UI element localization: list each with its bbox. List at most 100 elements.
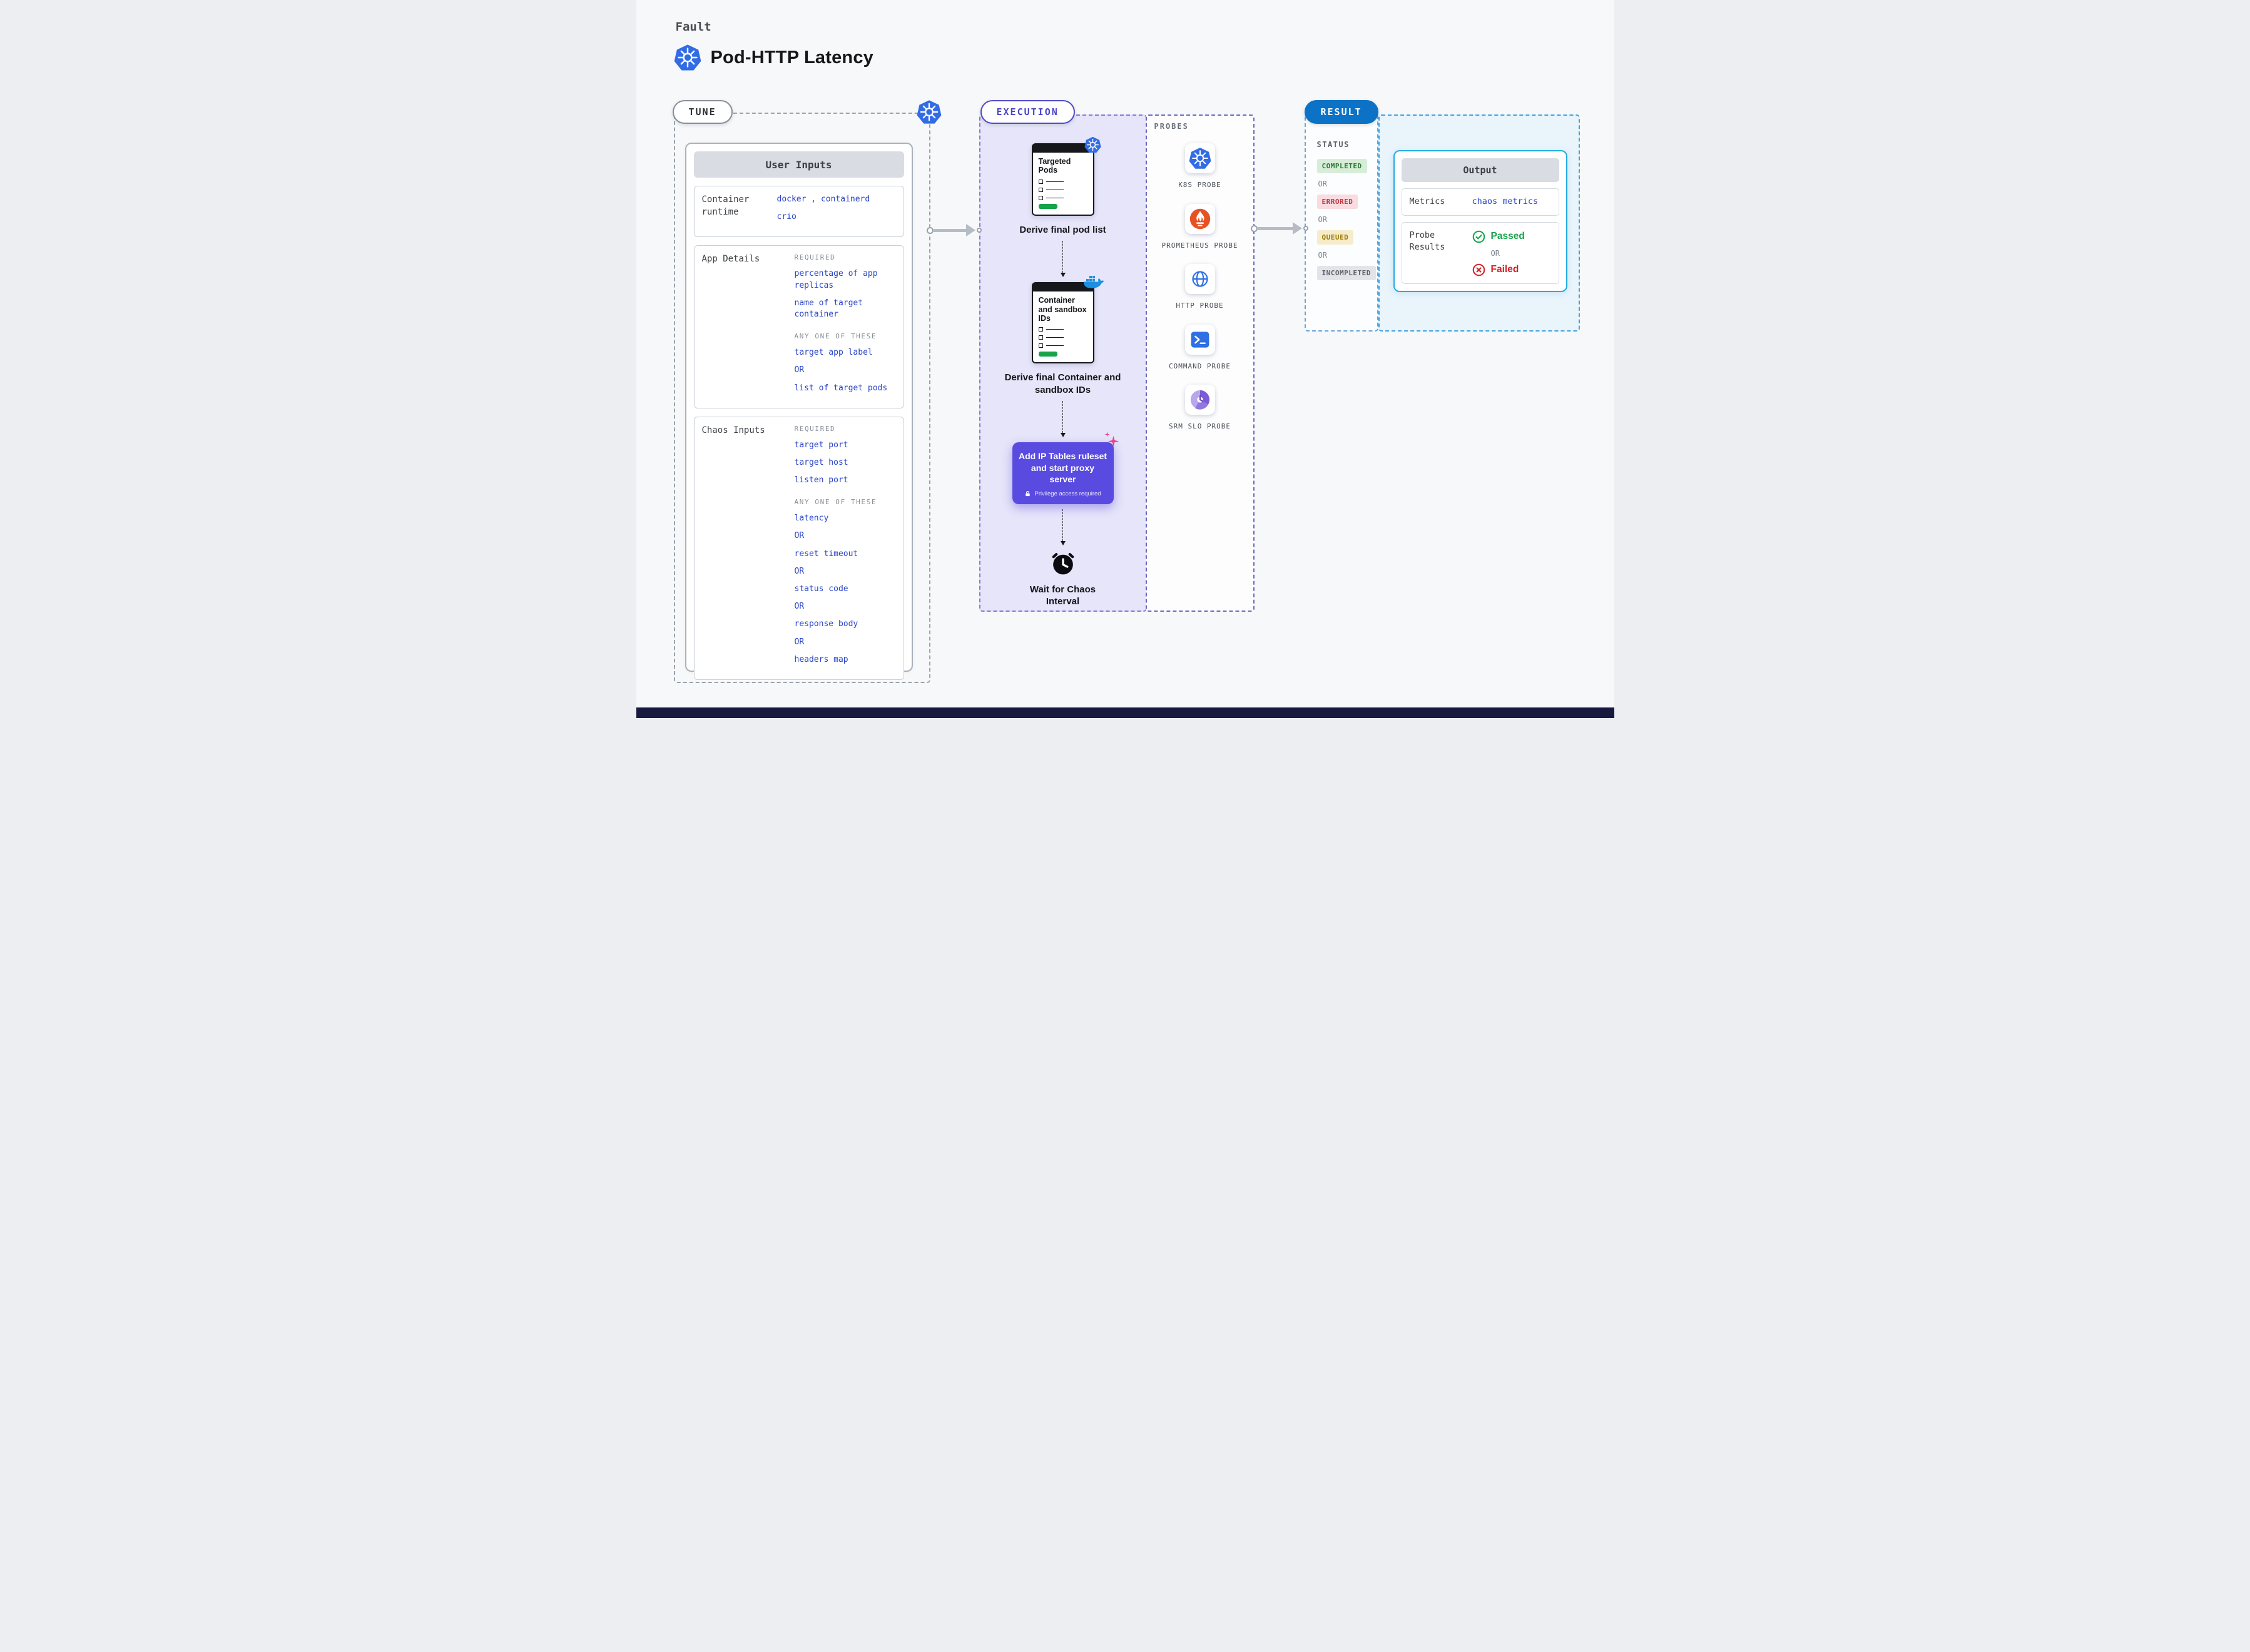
list-line xyxy=(1046,329,1064,330)
app-required-item: name of target container xyxy=(794,298,863,319)
bottom-bar xyxy=(636,707,1614,718)
chaos-inputs-label: Chaos Inputs xyxy=(701,425,765,435)
flow-arrow-down xyxy=(1060,401,1066,438)
chaos-inputs-row: Chaos Inputs REQUIRED target port target… xyxy=(693,416,904,680)
probe-item-k8s: K8S PROBE xyxy=(1159,143,1241,191)
output-card: Output Metrics chaos metrics Probe Resul… xyxy=(1393,150,1567,292)
lock-icon xyxy=(1024,490,1031,497)
tune-pill: TUNE xyxy=(672,100,733,124)
user-inputs-card: User Inputs Container runtime docker , c… xyxy=(685,143,913,680)
iptables-action-text: Add IP Tables ruleset and start proxy se… xyxy=(1018,451,1107,484)
checkbox-icon xyxy=(1038,343,1043,348)
chaos-option-item: reset timeout xyxy=(794,549,858,559)
check-circle-icon xyxy=(1472,230,1485,243)
x-circle-icon xyxy=(1472,263,1485,276)
flow-arrow-down xyxy=(1060,241,1066,278)
status-list: COMPLETED OR ERRORED OR QUEUED OR INCOMP… xyxy=(1316,159,1376,280)
window-titlebar xyxy=(1032,144,1093,153)
or-separator: OR xyxy=(1318,215,1327,224)
kubernetes-icon xyxy=(1189,147,1211,170)
probe-results-label: Probe Results xyxy=(1409,230,1445,253)
output-title: Output xyxy=(1401,158,1559,182)
metrics-row: Metrics chaos metrics xyxy=(1401,188,1559,216)
checkbox-icon xyxy=(1038,179,1043,184)
arrow-shaft xyxy=(932,228,967,232)
status-badge-completed: COMPLETED xyxy=(1316,159,1367,173)
app-details-label: App Details xyxy=(701,254,760,265)
list-line xyxy=(1046,181,1064,182)
probe-item-command: COMMAND PROBE xyxy=(1159,324,1241,372)
probe-name: COMMAND PROBE xyxy=(1168,362,1231,370)
status-section-box xyxy=(1304,114,1378,332)
flow-arrow-down xyxy=(1060,509,1066,545)
probe-item-prometheus: PROMETHEUS PROBE xyxy=(1159,203,1241,251)
chaos-required-item: target host xyxy=(794,457,848,467)
chaos-option-item: headers map xyxy=(794,654,848,664)
sparkle-icon xyxy=(1104,432,1110,437)
iptables-action-box: Add IP Tables ruleset and start proxy se… xyxy=(1012,442,1114,504)
status-badge-queued: QUEUED xyxy=(1316,230,1354,245)
chaos-required-item: target port xyxy=(794,440,848,450)
targeted-pods-window: Targeted Pods xyxy=(1031,143,1094,216)
any-one-label: ANY ONE OF THESE xyxy=(794,498,877,507)
app-required-item: percentage of app replicas xyxy=(794,269,878,290)
connector-dot xyxy=(1303,226,1308,231)
docker-whale-icon xyxy=(1082,275,1104,291)
or-separator: OR xyxy=(1490,248,1500,258)
checkbox-icon xyxy=(1038,327,1043,332)
checkbox-icon xyxy=(1038,335,1043,340)
window-titlebar xyxy=(1032,283,1093,292)
result-pill: RESULT xyxy=(1304,100,1378,124)
probe-results-row: Probe Results Passed OR Failed xyxy=(1401,221,1559,284)
progress-bar xyxy=(1038,352,1057,357)
execution-pill: EXECUTION xyxy=(980,100,1075,124)
checkbox-icon xyxy=(1038,187,1043,192)
status-badge-errored: ERRORED xyxy=(1316,195,1358,209)
fault-kicker: Fault xyxy=(675,20,711,34)
or-separator: OR xyxy=(1318,180,1327,188)
probe-item-http: HTTP PROBE xyxy=(1159,264,1241,312)
status-label: STATUS xyxy=(1316,140,1350,149)
fault-diagram-canvas: Fault Pod-HTTP Latency TUNE User Inputs … xyxy=(636,0,1614,718)
required-label: REQUIRED xyxy=(794,424,836,433)
page-header: Pod-HTTP Latency xyxy=(674,44,873,71)
list-line xyxy=(1046,345,1064,347)
probe-name: K8S PROBE xyxy=(1178,181,1221,189)
or-separator: OR xyxy=(794,566,805,576)
prometheus-icon xyxy=(1189,208,1211,230)
globe-icon xyxy=(1189,268,1211,290)
probes-section-box xyxy=(1145,114,1255,612)
step-caption: Derive final Container and sandbox IDs xyxy=(1004,372,1121,395)
checkbox-icon xyxy=(1038,195,1043,200)
list-line xyxy=(1046,337,1064,338)
or-separator: OR xyxy=(794,602,805,612)
page-title: Pod-HTTP Latency xyxy=(710,47,873,68)
chaos-option-item: response body xyxy=(794,619,858,629)
container-runtime-row: Container runtime docker , containerd cr… xyxy=(693,186,904,238)
failed-label: Failed xyxy=(1490,264,1519,275)
execution-flow: Targeted Pods Derive final pod list Cont… xyxy=(979,114,1147,612)
app-option-item: target app label xyxy=(794,348,873,358)
tune-section-box xyxy=(673,113,930,683)
step-caption: Derive final pod list xyxy=(1019,224,1106,235)
user-inputs-title: User Inputs xyxy=(693,151,904,178)
progress-bar xyxy=(1038,203,1057,209)
required-label: REQUIRED xyxy=(794,253,836,262)
probes-label: PROBES xyxy=(1154,122,1189,131)
kubernetes-icon xyxy=(1084,136,1101,153)
container-ids-window: Container and sandbox IDs xyxy=(1031,282,1094,364)
passed-label: Passed xyxy=(1490,231,1525,242)
any-one-label: ANY ONE OF THESE xyxy=(794,332,877,341)
chaos-option-item: status code xyxy=(794,584,848,594)
step-caption: Wait for Chaos Interval xyxy=(1029,584,1096,607)
window-title: Container and sandbox IDs xyxy=(1038,296,1087,323)
arrow-shaft xyxy=(1256,226,1293,230)
probes-list: K8S PROBE PROMETHEUS PROBE HTTP PROBE CO… xyxy=(1146,114,1255,612)
app-details-row: App Details REQUIRED percentage of app r… xyxy=(693,245,904,408)
chaos-option-item: latency xyxy=(794,514,829,524)
window-title: Targeted Pods xyxy=(1038,157,1071,175)
probe-name: PROMETHEUS PROBE xyxy=(1161,241,1238,250)
container-runtime-label: Container runtime xyxy=(701,195,750,217)
execution-to-result-arrow xyxy=(1250,221,1308,236)
arrow-head xyxy=(965,224,975,236)
